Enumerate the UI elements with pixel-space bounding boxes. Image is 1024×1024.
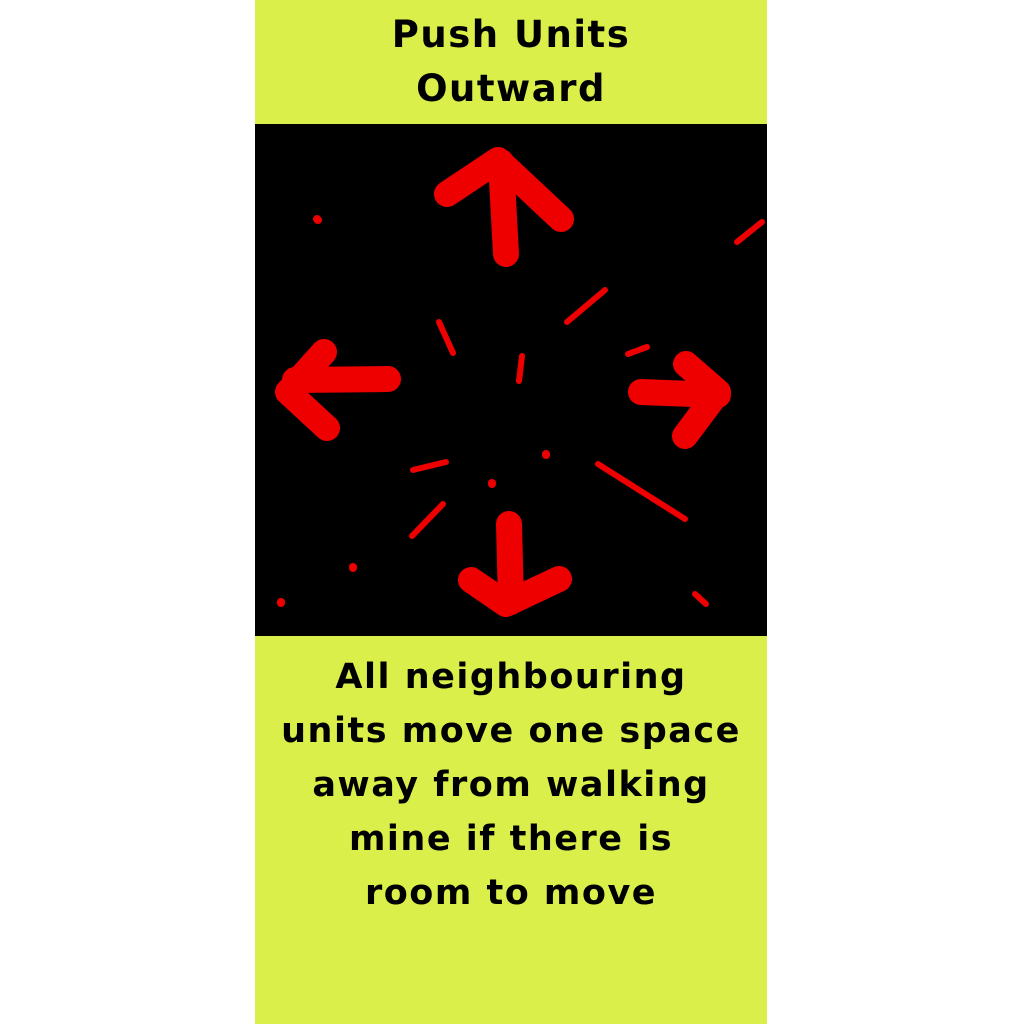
- card-description-line: room to move: [364, 873, 658, 913]
- card-description-line: mine if there is: [348, 819, 674, 859]
- burst-dots: [277, 215, 550, 607]
- card-title-line: Outward: [416, 67, 606, 110]
- card-artwork: [255, 124, 767, 636]
- card-description-line: units move one space: [281, 711, 741, 751]
- arrow-left-icon: [275, 339, 401, 441]
- card-title-line: Push Units: [391, 13, 631, 56]
- push-outward-illustration: [275, 147, 765, 617]
- arrow-up-icon: [434, 147, 574, 267]
- card-description-line: away from walking: [312, 765, 710, 805]
- arrow-down-icon: [458, 511, 572, 617]
- ability-card: Push Units Outward: [255, 0, 767, 1024]
- card-description: All neighbouring units move one space aw…: [255, 650, 767, 920]
- arrow-right-icon: [628, 351, 731, 449]
- card-description-line: All neighbouring: [335, 657, 687, 697]
- burst-lines: [409, 219, 765, 607]
- card-title: Push Units Outward: [255, 0, 767, 124]
